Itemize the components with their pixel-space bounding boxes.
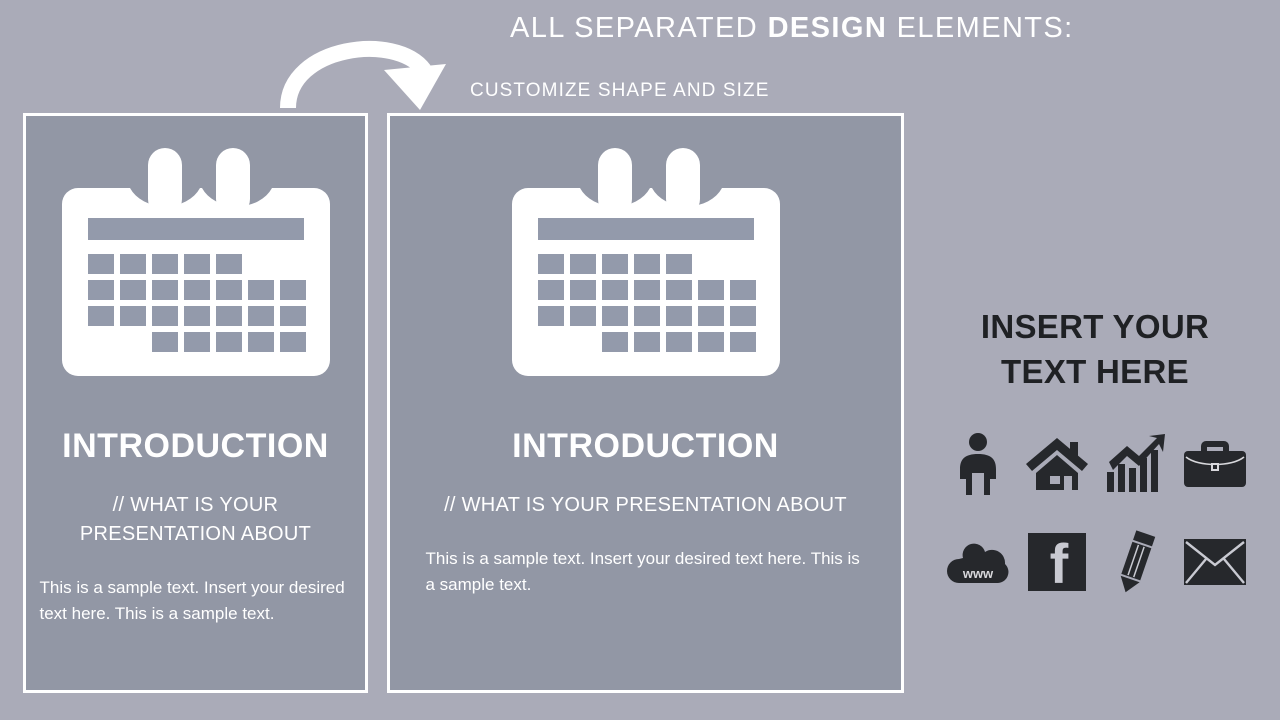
page-title: ALL SEPARATED DESIGN ELEMENTS: [510,12,1210,45]
content-panel-2[interactable]: INTRODUCTION // WHAT IS YOUR PRESENTATIO… [387,113,904,693]
insert-text-heading: INSERT YOUR TEXT HERE [980,308,1210,390]
panel-title: INTRODUCTION [62,427,329,465]
panel-body-text: This is a sample text. Insert your desir… [425,549,860,595]
calendar-icon [61,144,330,381]
panel-body-text: This is a sample text. Insert your desir… [39,578,345,624]
page-title-emphasis: DESIGN [767,12,888,44]
briefcase-icon[interactable] [1183,433,1246,495]
page-title-suffix: ELEMENTS: [887,12,1074,44]
www-cloud-icon[interactable]: www [946,531,1009,593]
panel-subtitle: // WHAT IS YOUR PRESENTATION ABOUT [79,494,312,545]
content-panel-1[interactable]: INTRODUCTION // WHAT IS YOUR PRESENTATIO… [23,113,368,693]
calendar-icon [511,144,780,381]
page-subtitle: CUSTOMIZE SHAPE AND SIZE [470,80,770,101]
facebook-letter: f [1049,533,1068,591]
www-cloud-label: www [961,566,993,581]
house-icon[interactable] [1025,433,1088,495]
page-title-prefix: ALL SEPARATED [510,12,768,44]
icon-gallery: www f [938,428,1254,598]
facebook-icon[interactable]: f [1026,531,1088,593]
curved-arrow-icon [278,24,458,110]
pencil-icon[interactable] [1105,530,1167,593]
person-icon[interactable] [947,433,1009,495]
envelope-icon[interactable] [1183,531,1246,593]
panel-title: INTRODUCTION [512,427,779,465]
panel-subtitle: // WHAT IS YOUR PRESENTATION ABOUT [444,494,847,516]
growth-chart-icon[interactable] [1105,433,1167,495]
